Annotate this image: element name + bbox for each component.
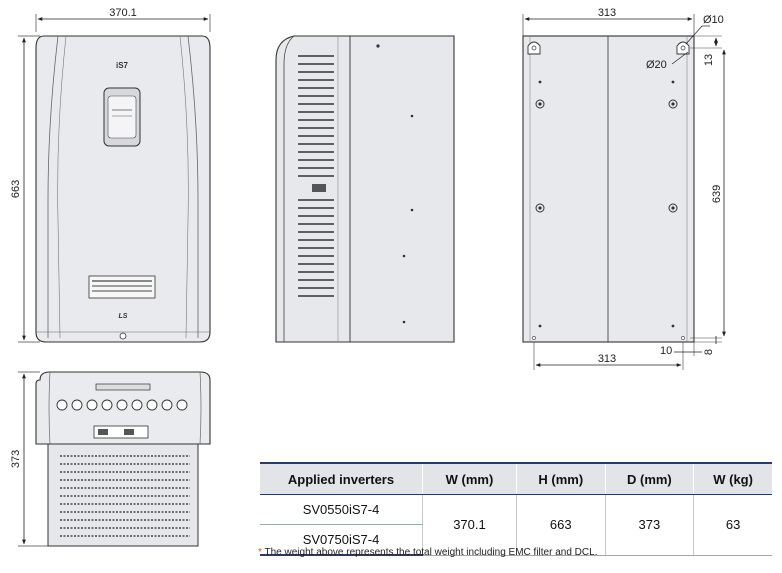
width-value: 370.1 [422, 494, 517, 556]
rear-top-width-label: 313 [598, 7, 616, 19]
rear-bottom-width-label: 313 [598, 353, 616, 365]
footnote-marker: * [258, 547, 262, 558]
weight-value: 63 [693, 494, 772, 556]
cable-gland-row [56, 399, 188, 411]
side-view [275, 35, 455, 343]
bottom-view: 373 [10, 371, 211, 547]
front-screw-icon [119, 332, 127, 340]
height-value: 663 [515, 494, 606, 556]
table-row: SV0750iS7-4 [260, 524, 772, 556]
hole-small-dia-label: Ø10 [703, 14, 724, 26]
warning-label [88, 275, 156, 299]
hole-large-dia-label: Ø20 [646, 59, 667, 71]
applied-inverters-table: Applied inverters W (mm) H (mm) D (mm) W… [260, 462, 772, 556]
bottom-vent-grille [60, 455, 190, 537]
front-width-label: 370.1 [109, 7, 137, 19]
model-cell: SV0750iS7-4 [260, 524, 423, 556]
table-row: SV0550iS7-4 370.1 663 373 63 [260, 494, 772, 556]
header-weight: W (kg) [693, 462, 772, 495]
model-cell: SV0550iS7-4 [260, 494, 423, 525]
header-width: W (mm) [422, 462, 517, 495]
header-height: H (mm) [515, 462, 606, 495]
brand-logo: LS [119, 313, 128, 320]
front-view: 370.1 663 iS7 LS [10, 7, 211, 343]
footnote-text: The weight above represents the total we… [264, 547, 598, 558]
top-offset-label: 13 [703, 54, 715, 66]
depth-label: 373 [10, 450, 22, 468]
weight-footnote: * The weight above represents the total … [258, 547, 597, 558]
rear-view: 313 Ø10 Ø20 13 6 [522, 7, 726, 370]
bottom-edge-offset-label: 10 [660, 345, 672, 357]
side-vent-slots [298, 55, 334, 297]
header-applied-inverters: Applied inverters [260, 462, 423, 495]
bottom-offset-label: 8 [703, 349, 715, 355]
header-depth: D (mm) [604, 462, 694, 495]
table-header-row: Applied inverters W (mm) H (mm) D (mm) W… [260, 462, 772, 495]
hole-spacing-label: 639 [711, 185, 723, 203]
model-badge: iS7 [116, 61, 129, 70]
depth-value: 373 [604, 494, 694, 556]
front-height-label: 663 [10, 180, 22, 198]
